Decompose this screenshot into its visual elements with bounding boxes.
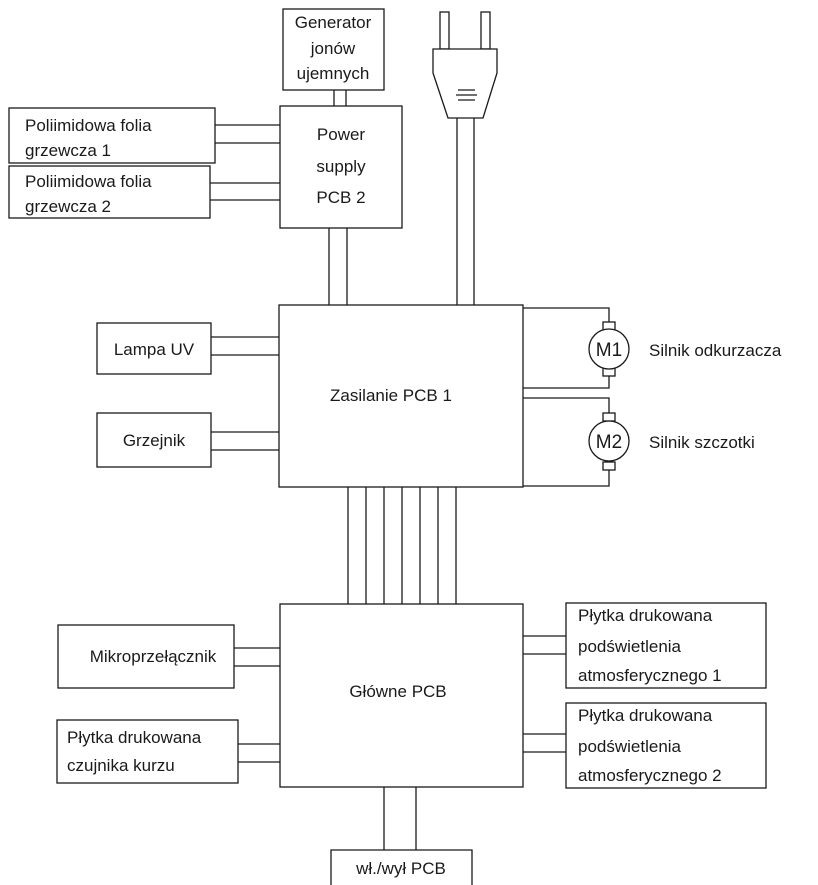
motor-1: M1 Silnik odkurzacza (588, 321, 782, 377)
ambient-2-label-line-1: Płytka drukowana (578, 706, 713, 725)
motor-1-label: Silnik odkurzacza (649, 341, 782, 360)
generator-label-line-1: Generator (295, 13, 372, 32)
main-pcb-label: Główne PCB (349, 682, 446, 701)
power-supply-label-line-2: supply (316, 157, 366, 176)
ambient-1-label-line-1: Płytka drukowana (578, 606, 713, 625)
motor-icon (588, 321, 630, 377)
motor-2-symbol: M2 (596, 432, 622, 453)
main-power-pcb-1-block: Zasilanie PCB 1 (278, 304, 524, 488)
heater-block: Grzejnik (96, 412, 212, 468)
main-pcb-block: Główne PCB (279, 603, 524, 788)
motor-2-label: Silnik szczotki (649, 433, 755, 452)
dust-sensor-block: Płytka drukowana czujnika kurzu (56, 719, 239, 784)
microswitch-label: Mikroprzełącznik (90, 647, 217, 666)
switch-pcb-label: wł./wył PCB (355, 859, 446, 878)
power-supply-label-line-3: PCB 2 (316, 188, 365, 207)
generator-label-line-3: ujemnych (297, 64, 370, 83)
generator-block: Generator jonów ujemnych (282, 8, 385, 91)
ambient-light-pcb-2-block: Płytka drukowana podświetlenia atmosfery… (565, 702, 767, 789)
ambient-2-label-line-3: atmosferycznego 2 (578, 766, 722, 785)
heater-label: Grzejnik (123, 431, 186, 450)
power-supply-label-line-1: Power (317, 125, 366, 144)
lamp-uv-block: Lampa UV (96, 322, 212, 375)
heater-film-2-label-line-1: Poliimidowa folia (25, 172, 152, 191)
heater-film-1-label-line-2: grzewcza 1 (25, 141, 111, 160)
generator-label-line-2: jonów (310, 39, 356, 58)
heater-film-1-label-line-1: Poliimidowa folia (25, 116, 152, 135)
ambient-2-label-line-2: podświetlenia (578, 737, 682, 756)
heater-film-2-block: Poliimidowa folia grzewcza 2 (8, 165, 211, 219)
dust-sensor-label-line-1: Płytka drukowana (67, 728, 202, 747)
motor-2: M2 Silnik szczotki (588, 412, 755, 471)
main-power-label: Zasilanie PCB 1 (330, 386, 452, 405)
power-supply-pcb-2-block: Power supply PCB 2 (279, 105, 403, 229)
dust-sensor-label-line-2: czujnika kurzu (67, 756, 175, 775)
switch-pcb-block: wł./wył PCB (330, 849, 473, 885)
microswitch-block: Mikroprzełącznik (57, 624, 235, 689)
ambient-1-label-line-2: podświetlenia (578, 637, 682, 656)
power-plug-icon (432, 11, 498, 119)
lamp-uv-label: Lampa UV (114, 340, 195, 359)
wires (210, 90, 610, 850)
heater-film-1-block: Poliimidowa folia grzewcza 1 (8, 107, 216, 164)
ambient-1-label-line-3: atmosferycznego 1 (578, 666, 722, 685)
motor-icon (588, 412, 630, 471)
heater-film-2-label-line-2: grzewcza 2 (25, 197, 111, 216)
motor-1-symbol: M1 (596, 340, 622, 361)
ambient-light-pcb-1-block: Płytka drukowana podświetlenia atmosfery… (565, 602, 767, 689)
